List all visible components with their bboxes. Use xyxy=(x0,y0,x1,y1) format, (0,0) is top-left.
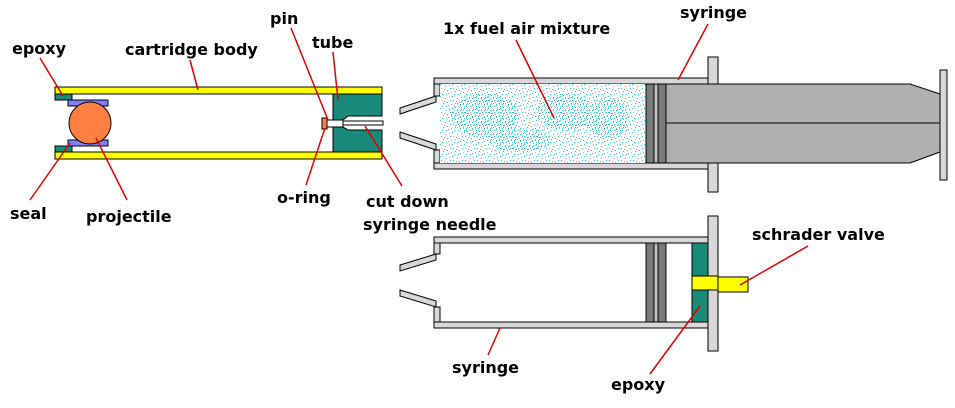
cartridge-body-top-wall xyxy=(54,86,383,95)
leader-pin xyxy=(290,27,329,121)
leader-syringe-bottom xyxy=(487,327,501,356)
leader-syringe-top xyxy=(677,23,709,81)
leader-needle xyxy=(364,125,403,187)
syringe-top-nozzle xyxy=(399,95,437,115)
leader-epoxy-top xyxy=(39,57,64,97)
label-seal: seal xyxy=(10,204,47,223)
leader-epoxy-bottom xyxy=(649,305,701,375)
leader-lines xyxy=(29,23,809,375)
cartridge-assembly xyxy=(54,86,384,160)
fuel-air-cloud-1 xyxy=(451,93,519,137)
leader-seal xyxy=(29,142,71,201)
label-cartridge-body: cartridge body xyxy=(125,40,258,59)
fuel-air-cloud-4 xyxy=(490,128,550,152)
label-fuel-air: 1x fuel air mixture xyxy=(443,19,610,38)
syringe-top-barrel-end-left-bottom xyxy=(433,149,441,164)
syringe-bottom-nozzle-upper xyxy=(399,253,437,272)
syringe-top-plunger-ring-2 xyxy=(653,83,659,164)
projectile xyxy=(68,101,112,145)
leader-fuel-air xyxy=(515,39,555,119)
label-syringe-bottom: syringe xyxy=(452,358,519,377)
schrader-valve-body xyxy=(691,275,719,291)
fuel-air-cloud-3 xyxy=(585,98,629,138)
syringe-top-plunger-ring-3 xyxy=(657,83,667,164)
syringe-top-barrel-wall-top xyxy=(433,77,709,85)
fuel-air-cloud-2 xyxy=(537,94,593,130)
syringe-bottom-nozzle-lower xyxy=(399,289,437,308)
label-syringe-top: syringe xyxy=(680,3,747,22)
syringe-bottom-barrel-wall-top xyxy=(433,236,709,244)
syringe-top-plunger-thumb xyxy=(939,69,948,181)
leader-projectile xyxy=(95,137,128,201)
label-pin: pin xyxy=(270,9,298,28)
syringe-bottom-assembly xyxy=(399,215,749,352)
syringe-top-assembly xyxy=(399,56,948,193)
syringe-bottom-plunger-ring-3 xyxy=(657,242,667,323)
syringe-top-barrel-end-left-top xyxy=(433,83,441,97)
label-tube: tube xyxy=(312,33,353,52)
label-needle-line2: syringe needle xyxy=(363,215,497,234)
syringe-bottom-barrel-end-top xyxy=(433,242,441,255)
leader-cartridge-body xyxy=(189,59,199,91)
label-epoxy-top: epoxy xyxy=(12,39,67,58)
syringe-bottom-barrel-end-bottom xyxy=(433,306,441,323)
leader-tube xyxy=(332,51,339,101)
label-schrader-valve: schrader valve xyxy=(752,225,885,244)
label-projectile: projectile xyxy=(86,207,172,226)
o-ring xyxy=(321,117,328,130)
leader-o-ring xyxy=(305,127,326,186)
label-o-ring: o-ring xyxy=(277,188,331,207)
epoxy-top-block xyxy=(54,93,73,101)
syringe-top-nozzle-lower xyxy=(399,131,437,151)
leader-schrader-valve xyxy=(739,245,809,286)
syringe-bottom-barrel-wall-bottom xyxy=(433,321,709,329)
label-needle-line1: cut down xyxy=(366,192,449,211)
syringe-needle xyxy=(342,120,384,126)
syringe-bottom-plunger-ring-1 xyxy=(645,242,655,323)
label-epoxy-bottom: epoxy xyxy=(611,375,666,394)
syringe-top-plunger-ring-1 xyxy=(645,83,655,164)
syringe-top-barrel-wall-bottom xyxy=(433,162,709,170)
pin xyxy=(326,119,344,128)
schrader-valve-stem xyxy=(717,276,749,293)
labels: epoxy cartridge body pin tube seal proje… xyxy=(10,3,885,394)
syringe-bottom-plunger-ring-2 xyxy=(653,242,659,323)
cartridge-body-bottom-wall xyxy=(54,151,383,160)
